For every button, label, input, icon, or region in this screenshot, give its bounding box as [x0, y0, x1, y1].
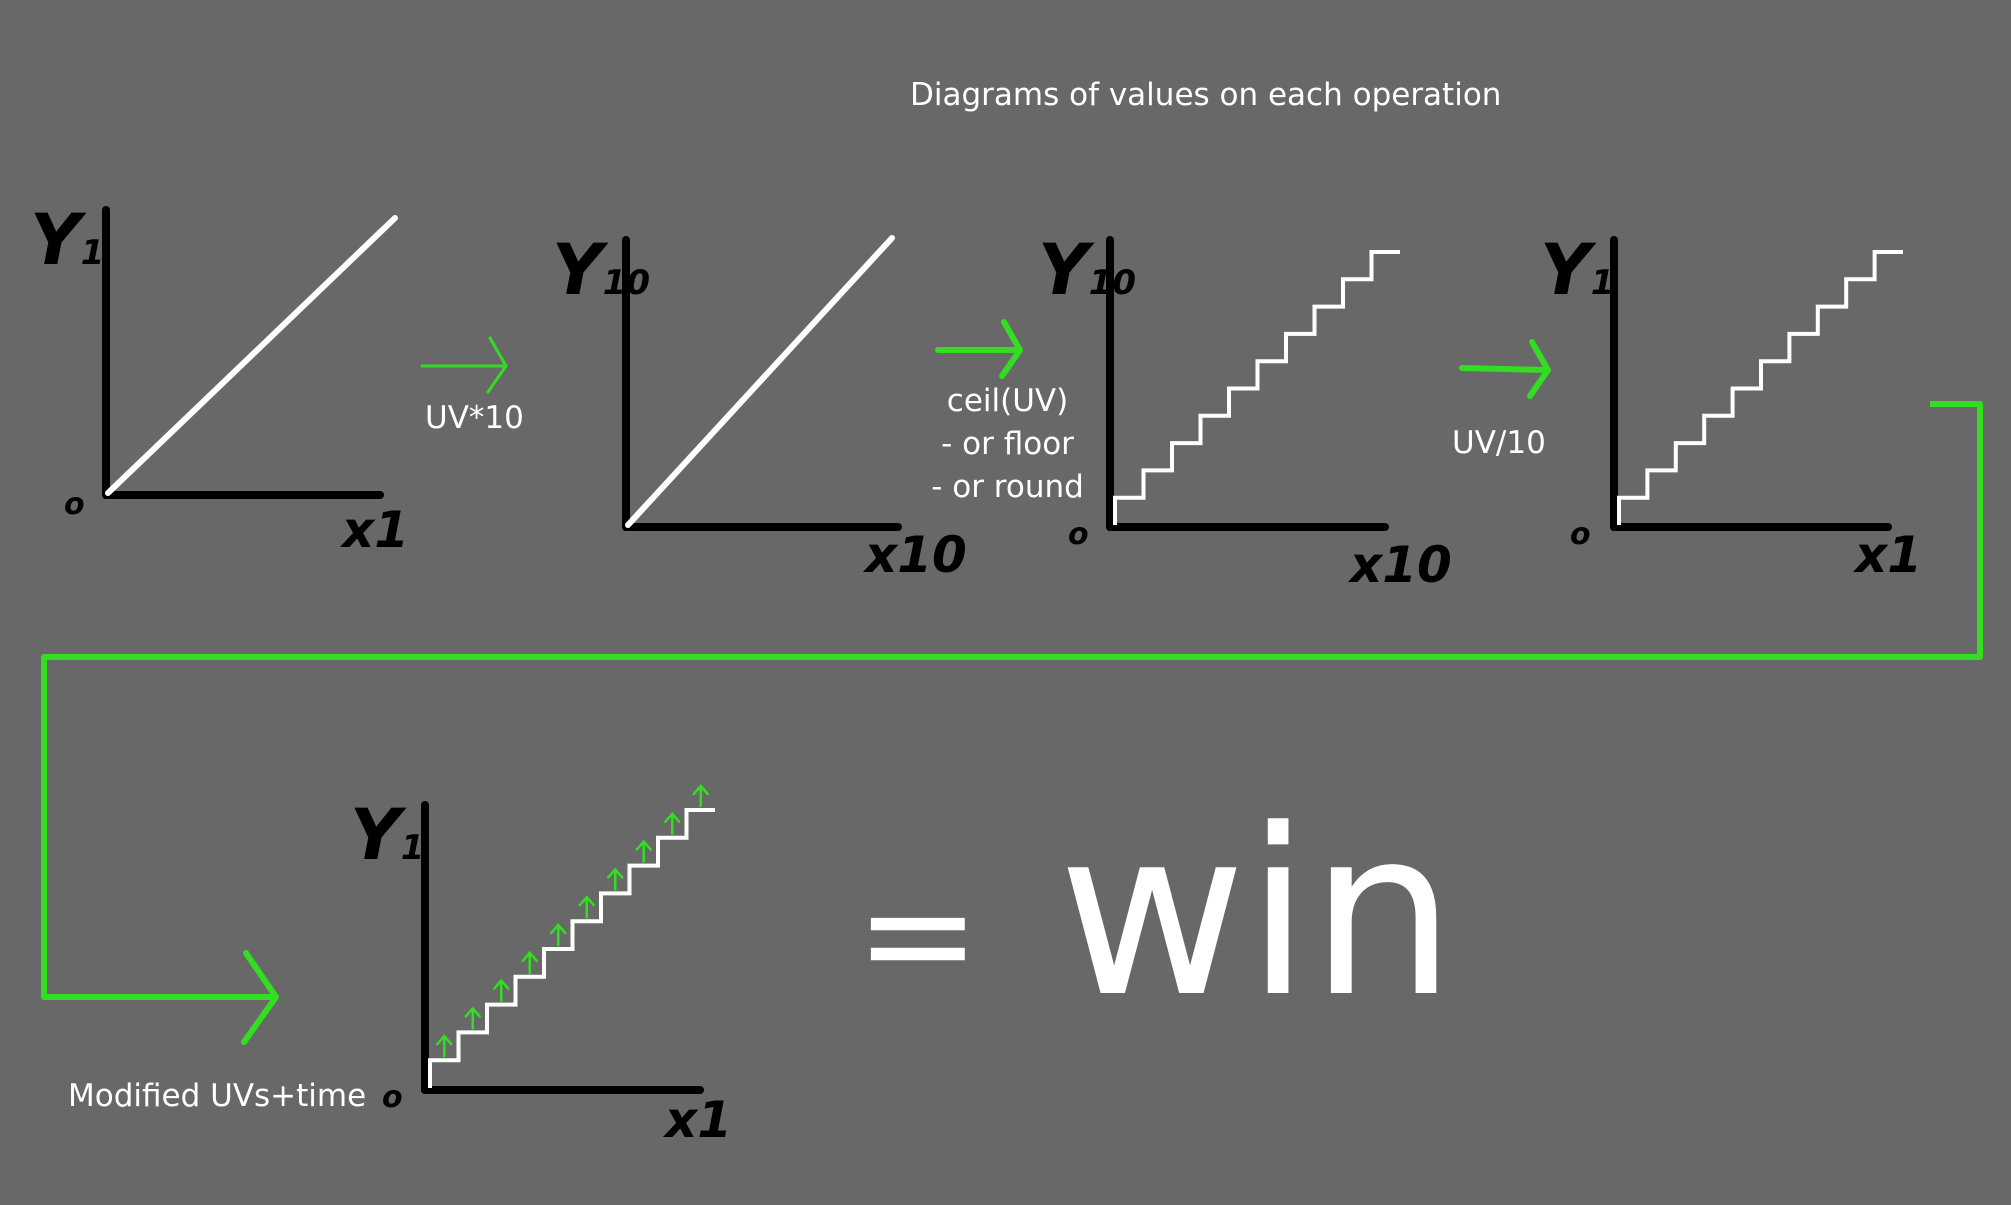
arrow-right-icon — [420, 336, 508, 394]
arrow-up-icon — [635, 839, 652, 863]
graph3-x-letter: x — [1350, 536, 1383, 594]
modified-label: Modified UVs+time — [68, 1078, 367, 1114]
graph1-x-max: 1 — [374, 501, 410, 559]
graph1-y-letter: Y — [30, 199, 81, 281]
graph1-y-label: Y1 — [30, 205, 104, 275]
graph5-x-max: 1 — [697, 1091, 733, 1149]
graph3-x-label: x10 — [1350, 540, 1452, 590]
graph2-x-letter: x — [865, 526, 898, 584]
graph2-y-letter: Y — [552, 229, 603, 311]
arrow-up-icon — [607, 867, 624, 891]
graph3-y-label: Y10 — [1038, 235, 1136, 305]
graph3-y-max: 10 — [1088, 263, 1137, 303]
graph1-x-letter: x — [342, 501, 375, 559]
graph5-y-label: Y1 — [350, 800, 424, 870]
round-label-line2: - or floor — [941, 426, 1074, 462]
arrow-up-icon — [664, 811, 681, 836]
graph5-x-label: x1 — [665, 1095, 732, 1145]
arrow-up-icon — [578, 895, 595, 919]
graph3-y-letter: Y — [1038, 229, 1089, 311]
arrow-right-icon — [241, 950, 279, 1045]
graph2-linear-curve — [625, 235, 895, 528]
divide-label: UV/10 — [1452, 425, 1546, 461]
arrow-up-icon — [436, 1034, 453, 1058]
round-label-line3: - or round — [931, 469, 1084, 505]
arrow-up-icon — [521, 950, 538, 975]
graph1-x-label: x1 — [342, 505, 409, 555]
equals-sign: = — [855, 848, 981, 1022]
graph5-y-letter: Y — [350, 794, 401, 876]
arrow-up-icon — [464, 1006, 481, 1030]
round-label-line1: ceil(UV) — [946, 383, 1069, 419]
graph2-x-max: 10 — [897, 526, 967, 584]
graph5-x-letter: x — [665, 1091, 698, 1149]
graph4-origin: o — [1570, 517, 1591, 552]
graph4-x-max: 1 — [1887, 526, 1923, 584]
graph4-x-letter: x — [1855, 526, 1888, 584]
graph2-y-max: 10 — [602, 263, 651, 303]
graph3-step-curve — [1113, 250, 1400, 525]
graph2-x-label: x10 — [865, 530, 967, 580]
graph4-y-label: Y1 — [1540, 235, 1614, 305]
graph3-origin: o — [1068, 517, 1089, 552]
round-label: ceil(UV) - or floor - or round — [925, 386, 1090, 503]
graph5-origin: o — [382, 1080, 403, 1115]
graph4-y-max: 1 — [1590, 263, 1615, 303]
graph4-step-curve — [1617, 250, 1903, 525]
graph1-y-max: 1 — [80, 233, 105, 273]
result-text: win — [1058, 781, 1456, 1048]
graph4-y-letter: Y — [1540, 229, 1591, 311]
graph5-step-curve — [428, 808, 715, 1088]
arrow-up-icon — [493, 978, 510, 1002]
graph2-y-label: Y10 — [552, 235, 650, 305]
multiply-label: UV*10 — [425, 400, 524, 436]
graph1-linear-curve — [105, 215, 398, 496]
arrow-right-icon — [935, 319, 1023, 379]
page-title: Diagrams of values on each operation — [910, 77, 1502, 113]
graph4-x-label: x1 — [1855, 530, 1922, 580]
arrow-up-icon — [550, 923, 567, 947]
graph5-y-max: 1 — [400, 828, 425, 868]
arrow-right-icon — [1459, 339, 1551, 399]
flow-connector — [41, 401, 1983, 1000]
graph3-x-max: 10 — [1382, 536, 1452, 594]
arrow-up-icon — [692, 784, 709, 808]
graph1-origin: o — [64, 487, 85, 522]
